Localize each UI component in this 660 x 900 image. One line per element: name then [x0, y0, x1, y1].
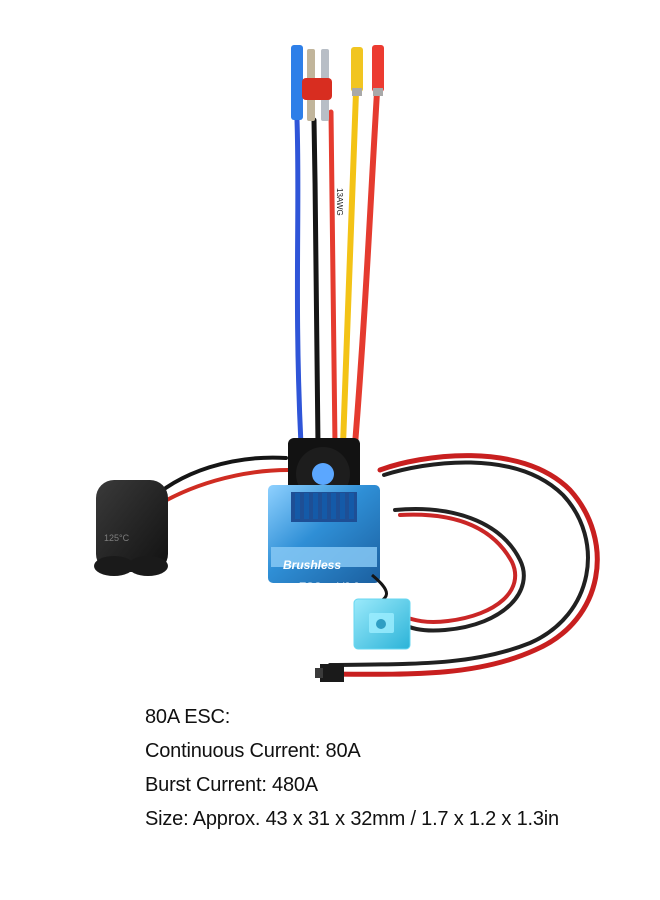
capacitor-temp-label: 125°C: [104, 533, 130, 543]
receiver-plug: [315, 664, 344, 682]
esc-product-image: 125°C 13AWG: [94, 45, 600, 682]
power-wires: 13AWG: [294, 89, 380, 448]
spec-burst-current: Burst Current: 480A: [145, 774, 318, 796]
spec-continuous-current: Continuous Current: 80A: [145, 740, 361, 762]
wire-gauge-label: 13AWG: [335, 188, 344, 216]
spec-size: Size: Approx. 43 x 31 x 32mm / 1.7 x 1.2…: [145, 808, 559, 830]
spec-list: 80A ESC: Continuous Current: 80A Burst C…: [145, 700, 559, 836]
esc-brand-label: Brushless: [283, 558, 341, 572]
esc-type-label: ESC: [299, 581, 322, 593]
esc-body: Brushless ESC V2.3: [268, 438, 380, 593]
wire-connectors: [291, 45, 384, 121]
capacitor-pack: 125°C: [94, 480, 168, 576]
power-switch: [353, 573, 411, 650]
spec-title: 80A ESC:: [145, 706, 231, 728]
receiver-lead-wires: [327, 453, 600, 677]
esc-version-label: V2.3: [337, 581, 360, 593]
